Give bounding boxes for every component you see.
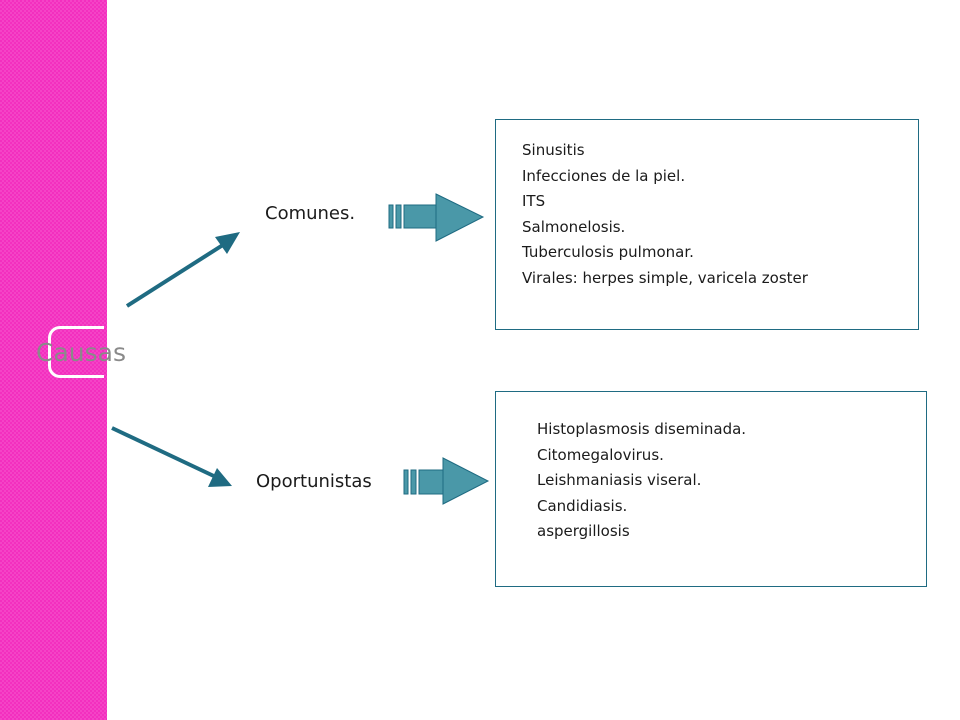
list-item: Histoplasmosis diseminada. <box>537 420 747 438</box>
category-label-comunes: Comunes. <box>265 203 356 224</box>
list-item: ITS <box>522 192 546 210</box>
comunes-box: Sinusitis Infecciones de la piel. ITS Sa… <box>495 119 919 330</box>
list-item: Salmonelosis. <box>522 217 626 236</box>
arrow-to-comunes <box>125 232 240 308</box>
list-item: Tuberculosis pulmonar. <box>522 243 694 261</box>
list-item: Leishmaniasis viseral. <box>537 471 702 489</box>
list-item: Sinusitis <box>522 141 585 159</box>
list-item: Citomegalovirus. <box>537 445 664 464</box>
causas-label: Causas <box>36 338 126 367</box>
causas-frame <box>48 326 104 378</box>
oportunistas-box: Histoplasmosis diseminada. Citomegalovir… <box>495 391 927 587</box>
pink-side-band <box>0 0 107 720</box>
block-arrow-oportunistas <box>403 457 490 505</box>
category-label-oportunistas: Oportunistas <box>256 471 372 492</box>
list-item: Virales: herpes simple, varicela zoster <box>522 268 808 287</box>
comunes-list: Sinusitis Infecciones de la piel. ITS Sa… <box>522 138 808 291</box>
list-item: Infecciones de la piel. <box>522 166 686 185</box>
block-arrow-comunes <box>388 193 485 242</box>
list-item: Candidiasis. <box>537 496 628 515</box>
oportunistas-list: Histoplasmosis diseminada. Citomegalovir… <box>537 417 746 545</box>
list-item: aspergillosis <box>537 522 630 540</box>
arrow-to-oportunistas <box>111 426 232 487</box>
